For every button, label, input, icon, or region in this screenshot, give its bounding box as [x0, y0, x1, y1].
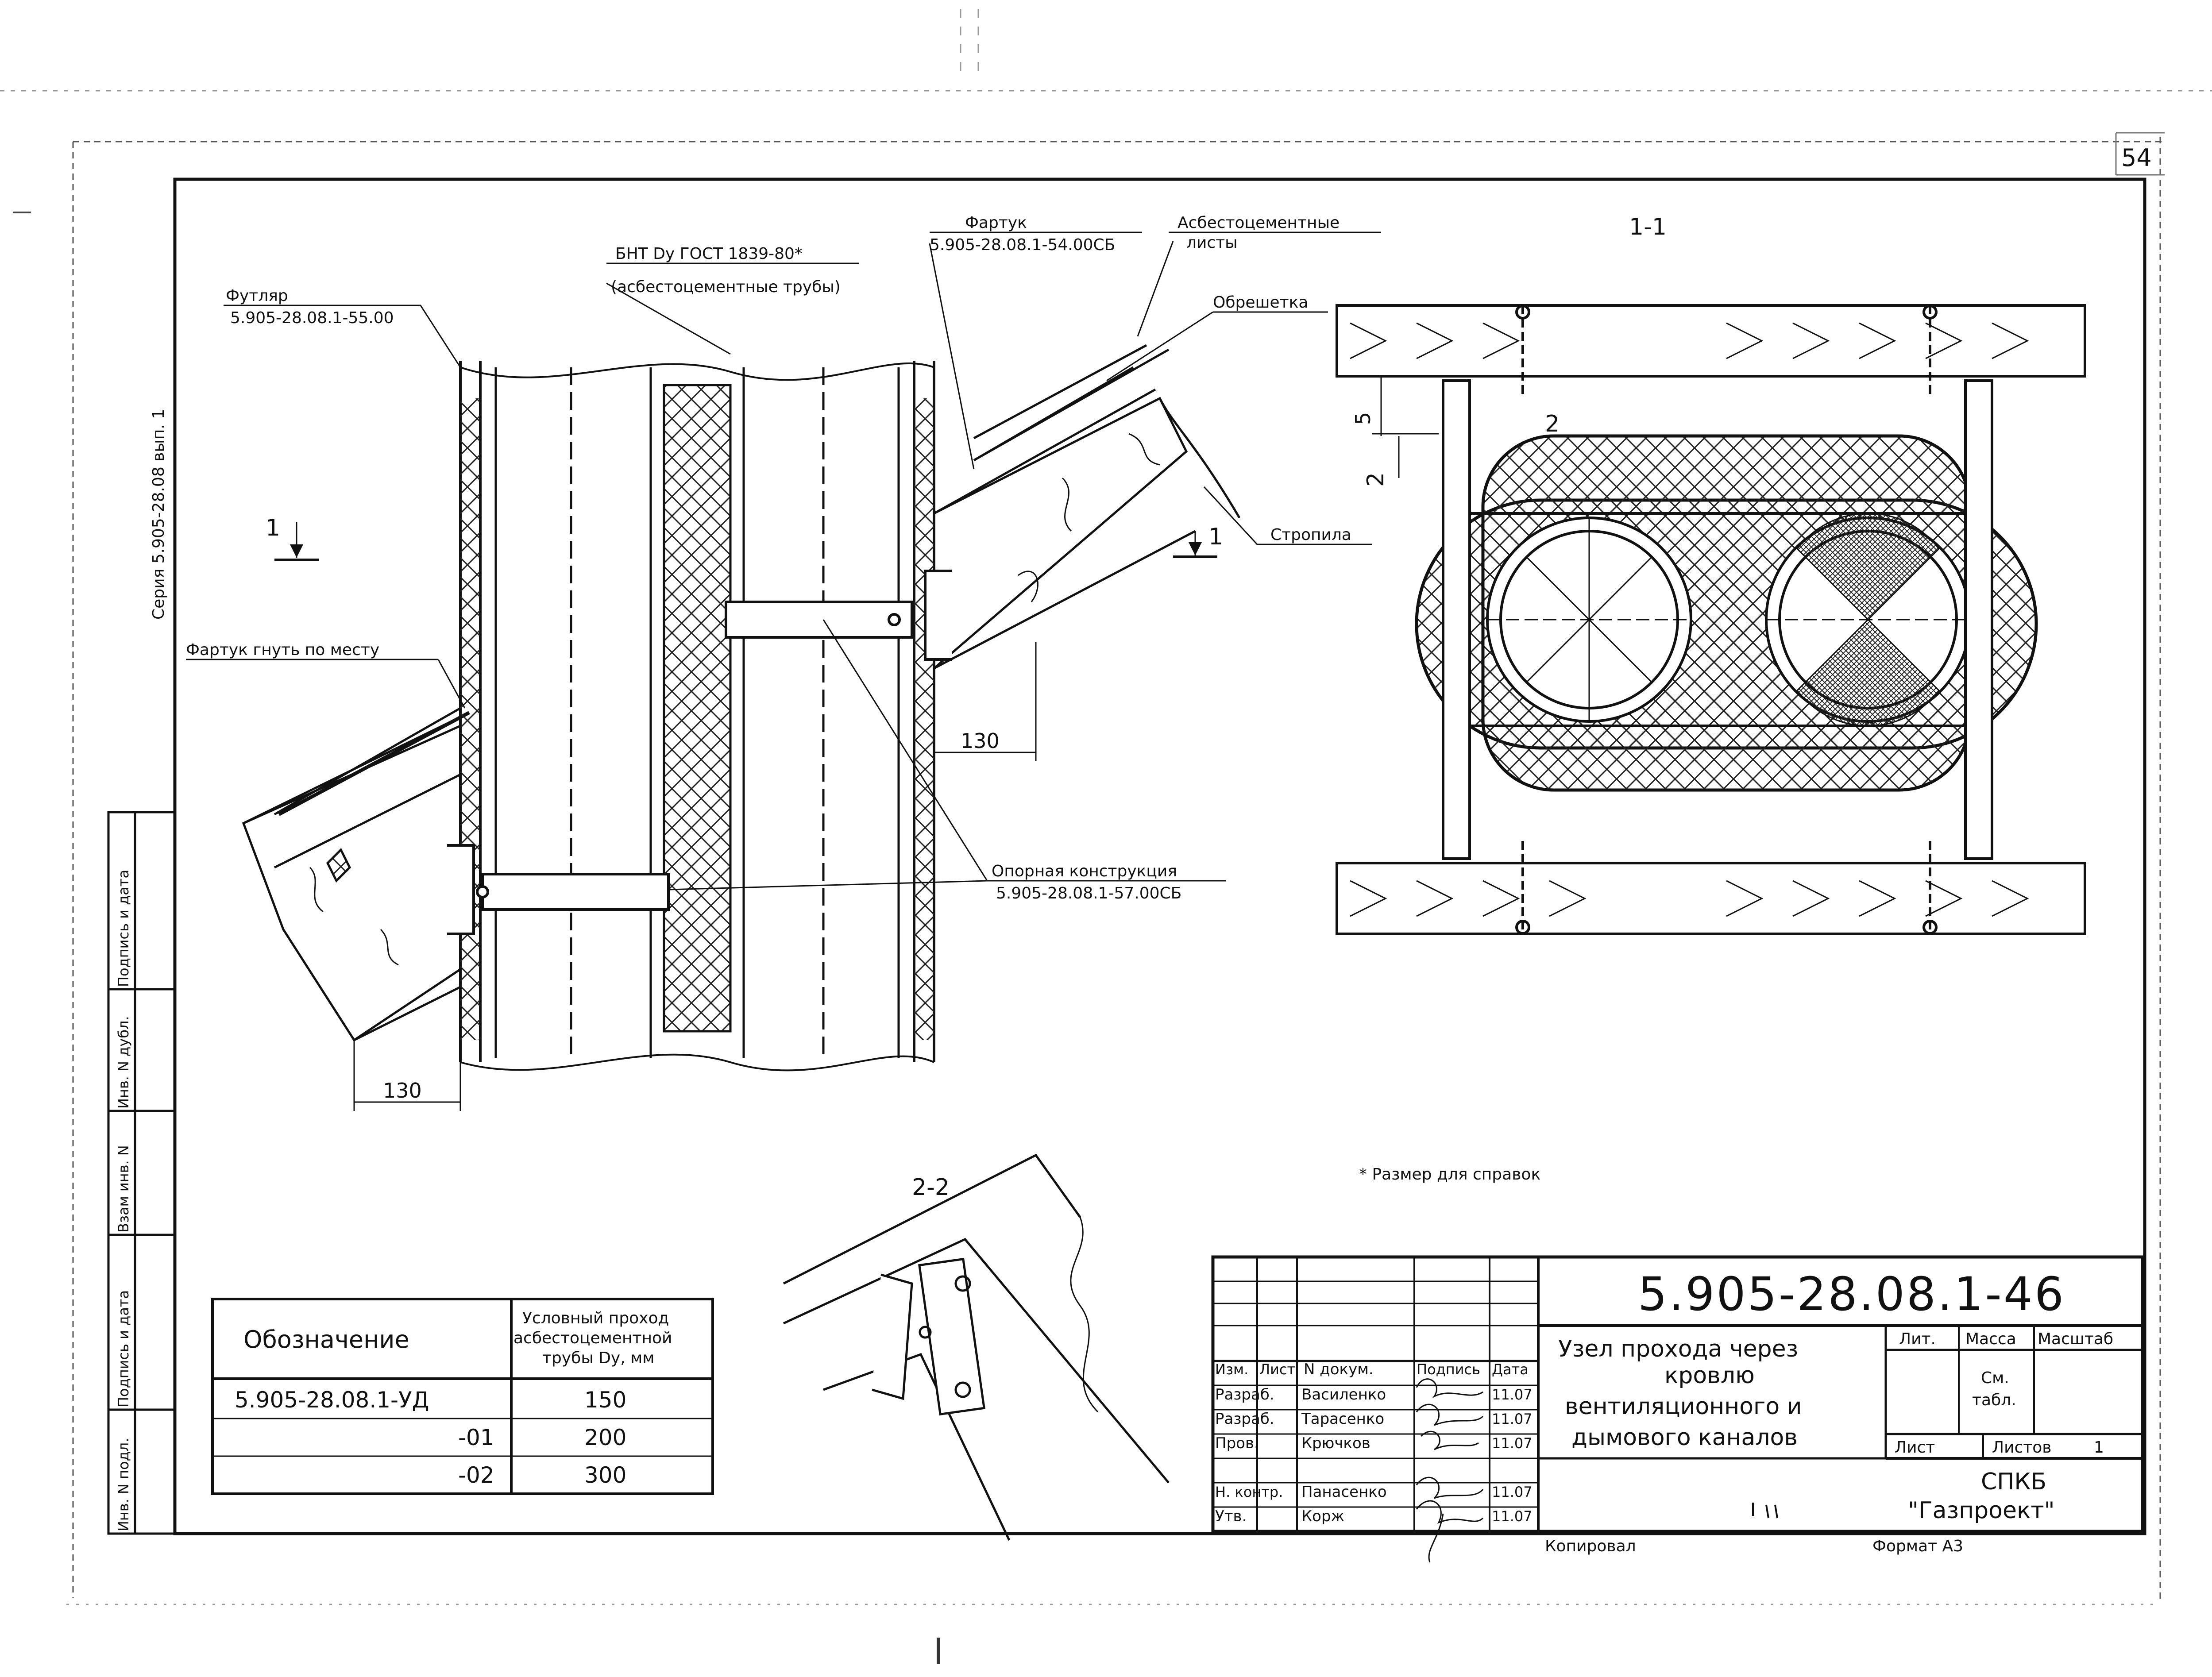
stamp-podpis-2: Подпись и дата	[115, 870, 132, 987]
spec-row-designation: 5.905-28.08.1-УД	[235, 1387, 429, 1413]
section-mark-1-left: 1	[266, 515, 280, 541]
tb-list: Лист	[1895, 1438, 1935, 1457]
label-asbest-1: Асбестоцементные	[1177, 214, 1340, 232]
title-block	[1211, 1255, 2144, 1563]
spec-row-dn: 300	[584, 1462, 626, 1488]
insulation-right	[914, 398, 934, 1040]
sheet-number: 54	[2121, 144, 2152, 172]
tb-name: Крючков	[1301, 1434, 1370, 1452]
view-2-2	[783, 1153, 1170, 1541]
label-bnt-sub: (асбестоцементные трубы)	[611, 278, 841, 296]
tb-date: 11.07	[1492, 1435, 1533, 1452]
tb-role: Утв.	[1215, 1507, 1247, 1525]
roof-left	[242, 707, 470, 1042]
tb-date: 11.07	[1492, 1508, 1533, 1525]
pipe-walls	[494, 367, 900, 1058]
tb-date: 11.07	[1492, 1411, 1533, 1427]
pipe-left	[1486, 517, 1692, 723]
dim-130-left: 130	[383, 1079, 422, 1103]
stamp-vzam-inv: Взам инв. N	[115, 1145, 132, 1233]
label-bnt-title: БНТ Dy ГОСТ 1839-80*	[615, 245, 803, 263]
tb-col-data: Дата	[1492, 1361, 1529, 1378]
label-opora-title: Опорная конструкция	[992, 862, 1177, 880]
tb-col-list: Лист	[1259, 1361, 1295, 1378]
tb-org-2: "Газпроект"	[1908, 1497, 2055, 1524]
tb-lit: Лит.	[1899, 1330, 1936, 1348]
pipe-right	[1765, 513, 1971, 727]
label-opora-code: 5.905-28.08.1-57.00СБ	[996, 884, 1181, 902]
label-futlyar-title: Футляр	[226, 287, 288, 305]
view-2-2-title: 2-2	[912, 1174, 950, 1201]
label-futlyar-code: 5.905-28.08.1-55.00	[230, 309, 394, 327]
tb-col-ndok: N докум.	[1304, 1361, 1374, 1378]
tb-name: Василенко	[1301, 1386, 1386, 1403]
label-fartuk-title: Фартук	[965, 214, 1027, 232]
note-reference-size: * Размер для справок	[1359, 1165, 1540, 1184]
tb-massa: Масса	[1965, 1330, 2016, 1348]
spec-header-dn-1: Условный проход	[522, 1309, 669, 1327]
tb-listov-value: 1	[2094, 1438, 2104, 1457]
tb-col-izm: Изм.	[1215, 1361, 1248, 1378]
doc-title-line-4: дымового каналов	[1571, 1424, 1798, 1451]
support-brackets	[447, 570, 952, 935]
tb-massa-value-2: табл.	[1972, 1391, 2016, 1409]
tb-date: 11.07	[1492, 1484, 1533, 1500]
stamp-inv-dubl: Инв. N дубл.	[115, 1016, 132, 1109]
spec-row-dn: 200	[584, 1425, 626, 1450]
tb-name: Панасенко	[1301, 1483, 1387, 1501]
spec-row-designation: -01	[458, 1425, 494, 1450]
spec-row-designation: -02	[458, 1462, 494, 1488]
insulation-center	[663, 384, 732, 1033]
label-obreshetka: Обрешетка	[1213, 293, 1308, 312]
tb-masshtab: Масштаб	[2038, 1330, 2113, 1348]
view-1-1-title: 1-1	[1629, 214, 1667, 240]
stamp-podpis-1: Подпись и дата	[115, 1290, 132, 1407]
doc-title-line-1: Узел прохода через	[1558, 1336, 1798, 1362]
tb-date: 11.07	[1492, 1386, 1533, 1403]
spec-header-designation: Обозначение	[243, 1326, 409, 1353]
insulation-left	[460, 398, 480, 1040]
main-section-view	[186, 231, 1381, 1111]
section-mark-1-right: 1	[1208, 524, 1223, 550]
dim-5: 5	[1351, 412, 1375, 425]
label-fartuk-code: 5.905-28.08.1-54.00СБ	[930, 236, 1115, 254]
doc-title-line-2: кровлю	[1664, 1362, 1755, 1389]
series-label: Серия 5.905-28.08 вып. 1	[150, 409, 168, 620]
tb-col-podpis: Подпись	[1417, 1361, 1480, 1378]
label-fartuk-bend: Фартук гнуть по месту	[186, 641, 379, 659]
tb-name: Тарасенко	[1301, 1410, 1384, 1428]
dim-130-right: 130	[961, 729, 1000, 753]
roof-right	[933, 344, 1241, 671]
section-mark-2-right: 2	[1545, 411, 1560, 437]
doc-title-line-3: вентиляционного и	[1565, 1393, 1802, 1420]
tb-name: Корж	[1301, 1507, 1344, 1525]
spec-header-dn-3: трубы Dy, мм	[542, 1349, 654, 1367]
label-asbest-2: листы	[1186, 234, 1238, 252]
dimensions	[274, 522, 1217, 1111]
tb-org-1: СПКБ	[1981, 1469, 2046, 1495]
spec-table	[211, 1298, 714, 1495]
stamp-inv-podl: Инв. N подл.	[115, 1438, 132, 1531]
tb-format: Формат А3	[1872, 1537, 1963, 1555]
label-stropila: Стропила	[1270, 526, 1351, 544]
tb-massa-value-1: См.	[1981, 1369, 2009, 1387]
view-1-1	[1336, 304, 2086, 935]
scan-marks	[0, 9, 2212, 1664]
tb-kopiroval: Копировал	[1545, 1537, 1636, 1555]
doc-number: 5.905-28.08.1-46	[1638, 1267, 2065, 1321]
tb-listov: Листов	[1992, 1438, 2051, 1457]
tb-role: Н. контр.	[1215, 1484, 1283, 1500]
section-mark-2-left: 2	[1363, 472, 1389, 487]
tb-role: Разраб.	[1215, 1410, 1274, 1428]
tb-role: Разраб.	[1215, 1386, 1274, 1403]
spec-header-dn-2: асбестоцементной	[513, 1329, 672, 1347]
leader-lines	[186, 231, 1381, 891]
tb-role: Пров.	[1215, 1434, 1259, 1452]
support-frame	[1442, 305, 1993, 935]
spec-row-dn: 150	[584, 1387, 626, 1413]
left-stamp	[107, 811, 176, 1535]
